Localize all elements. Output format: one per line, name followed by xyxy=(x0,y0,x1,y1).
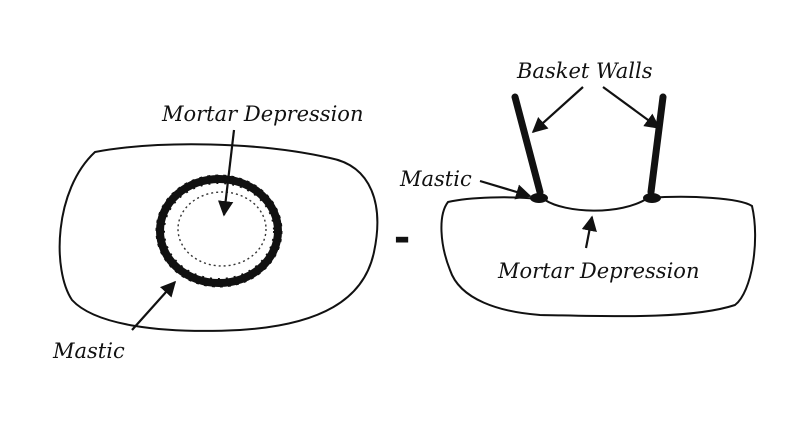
section-mastic-label: Mastic xyxy=(399,167,472,191)
top-view-mastic-label: Mastic xyxy=(52,339,125,363)
top-view-mastic-arrow xyxy=(131,280,177,331)
section-mastic-left xyxy=(530,193,548,203)
top-view-depression-outline xyxy=(177,191,267,267)
section-view: Basket Walls Mastic Mortar Depression xyxy=(399,59,757,318)
view-separator: - xyxy=(394,215,411,261)
top-view-block-outline xyxy=(58,143,379,332)
section-basket-walls-arrow-right xyxy=(602,86,661,129)
section-basket-wall-left xyxy=(511,93,544,196)
top-view-mastic-ring xyxy=(156,175,282,287)
top-view: Mortar Depression Mastic xyxy=(52,102,379,363)
section-depression-label: Mortar Depression xyxy=(497,259,699,283)
section-basket-walls-label: Basket Walls xyxy=(516,59,653,83)
top-view-mastic-ring-texture-inner xyxy=(163,182,275,280)
top-view-depression-label: Mortar Depression xyxy=(161,102,363,126)
section-mastic-arrow xyxy=(479,179,532,200)
section-basket-wall-right xyxy=(647,93,667,196)
top-view-depression-arrow xyxy=(217,129,236,217)
top-view-mastic-ring-texture xyxy=(155,174,283,288)
section-depression-arrow xyxy=(581,215,597,249)
section-basket-walls-arrow-left xyxy=(531,86,584,134)
section-block-outline xyxy=(440,195,757,318)
section-mastic-right xyxy=(643,193,661,203)
